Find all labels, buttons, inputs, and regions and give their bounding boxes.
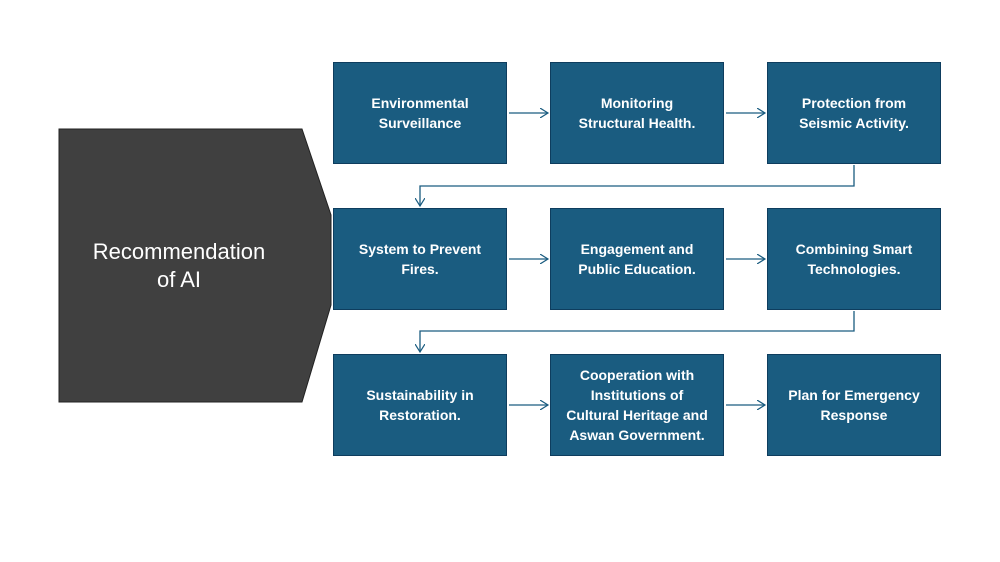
step-environmental-surveillance: Environmental Surveillance — [333, 62, 507, 164]
arrow-6-7 — [420, 311, 855, 352]
step-seismic-protection: Protection from Seismic Activity. — [767, 62, 941, 164]
step-sustainability: Sustainability in Restoration. — [333, 354, 507, 456]
arrow-3-4 — [420, 165, 855, 206]
step-emergency-plan: Plan for Emergency Response — [767, 354, 941, 456]
recommendation-pentagon — [58, 128, 332, 403]
step-cooperation: Cooperation with Institutions of Cultura… — [550, 354, 724, 456]
step-smart-technologies: Combining Smart Technologies. — [767, 208, 941, 310]
recommendation-label: Recommendation of AI — [92, 238, 266, 292]
step-fire-prevention: System to Prevent Fires. — [333, 208, 507, 310]
step-public-education: Engagement and Public Education. — [550, 208, 724, 310]
step-monitoring-structural-health: Monitoring Structural Health. — [550, 62, 724, 164]
